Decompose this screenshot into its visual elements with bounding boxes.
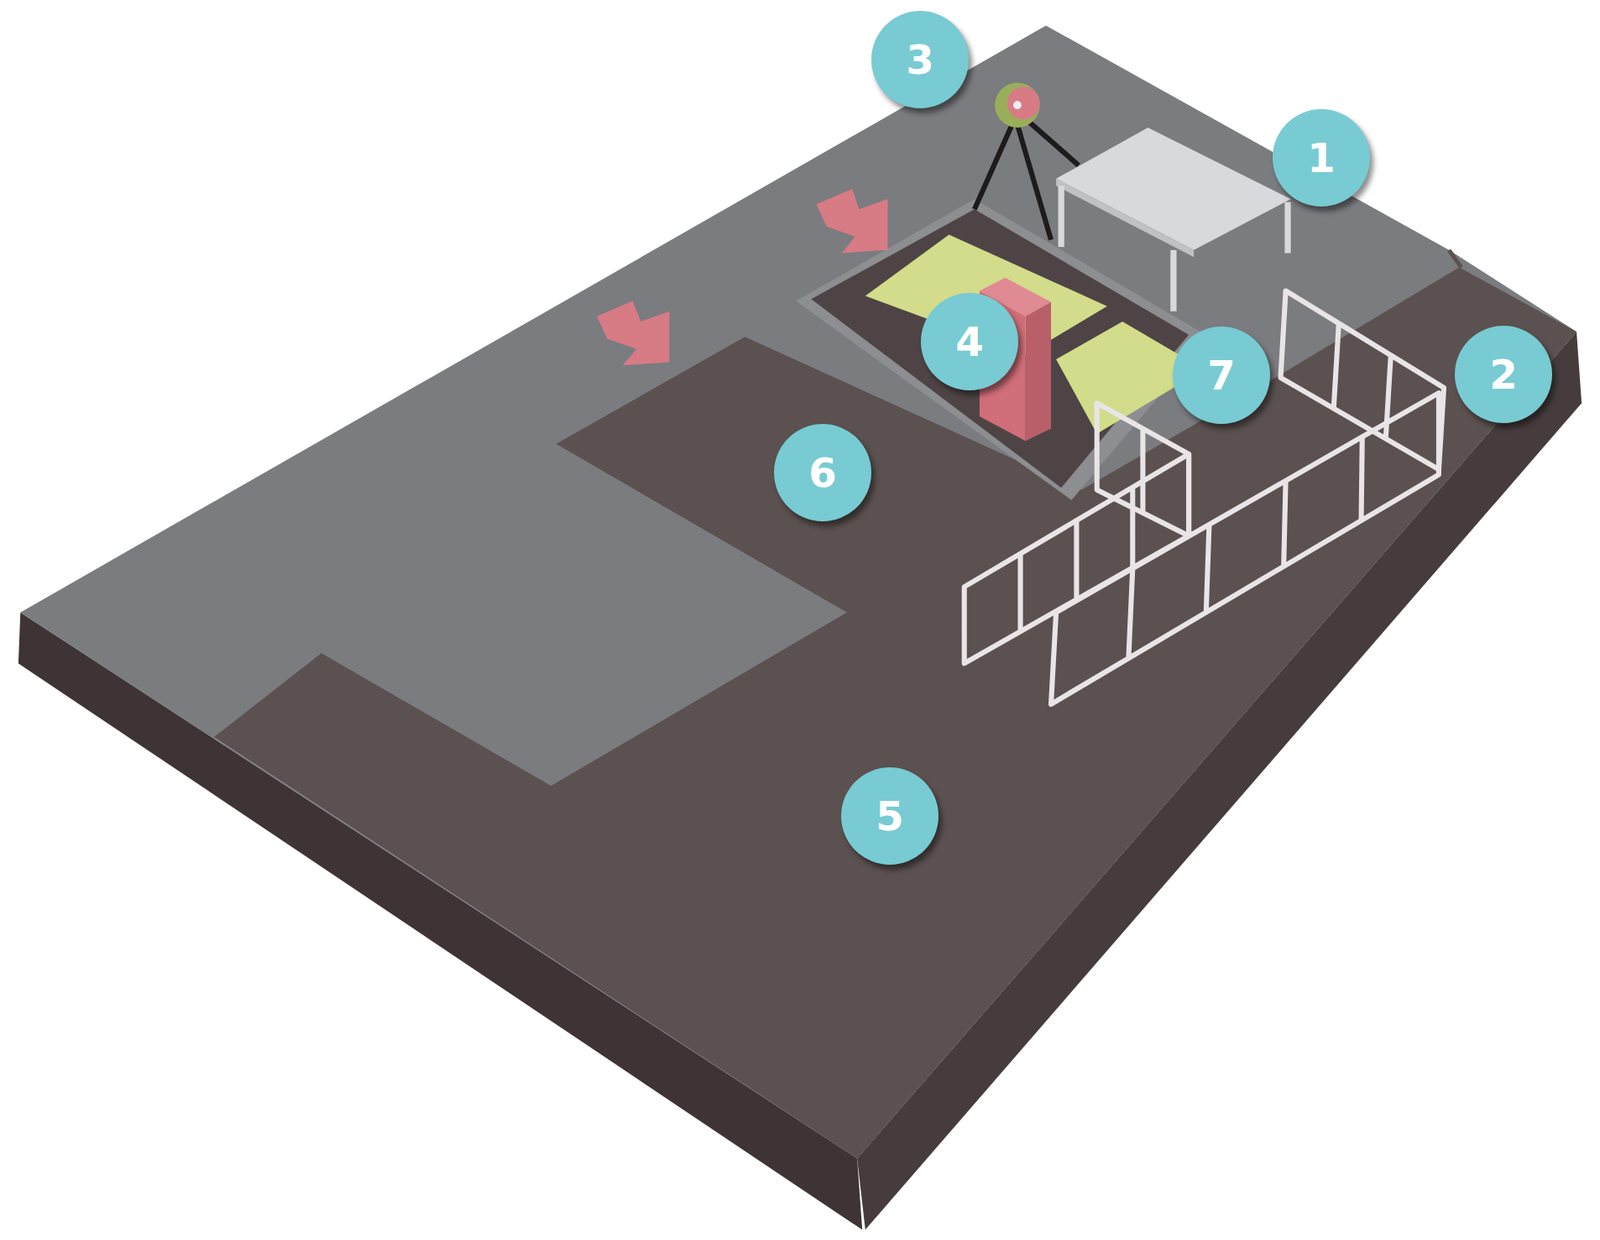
tripod-leg <box>974 117 1016 210</box>
table-edge <box>1056 178 1194 258</box>
callout-number: 2 <box>1454 325 1553 424</box>
table-top <box>1056 127 1292 251</box>
tripod-head <box>1007 86 1041 120</box>
fence <box>964 290 1444 704</box>
tripod-head <box>994 82 1040 127</box>
direction-arrow <box>596 301 670 367</box>
table-leg <box>1058 185 1065 247</box>
table-leg <box>1170 250 1177 312</box>
fence-panel <box>1097 402 1189 536</box>
callout-number: 3 <box>871 10 969 109</box>
fence-panel <box>964 454 1189 664</box>
tripod-lens <box>1013 100 1022 110</box>
platform-top <box>20 25 1577 1158</box>
direction-arrow <box>815 188 888 254</box>
table-leg <box>1284 202 1291 254</box>
callout-number: 4 <box>920 292 1019 391</box>
callout-number: 1 <box>1272 109 1370 207</box>
fence-panel <box>1050 392 1439 705</box>
callout-number: 5 <box>841 767 939 865</box>
callout-number: 6 <box>773 423 872 522</box>
column <box>1025 302 1051 441</box>
callout-number: 7 <box>1172 326 1271 424</box>
dark-ground <box>214 266 1577 1158</box>
step-edge <box>1448 250 1462 268</box>
